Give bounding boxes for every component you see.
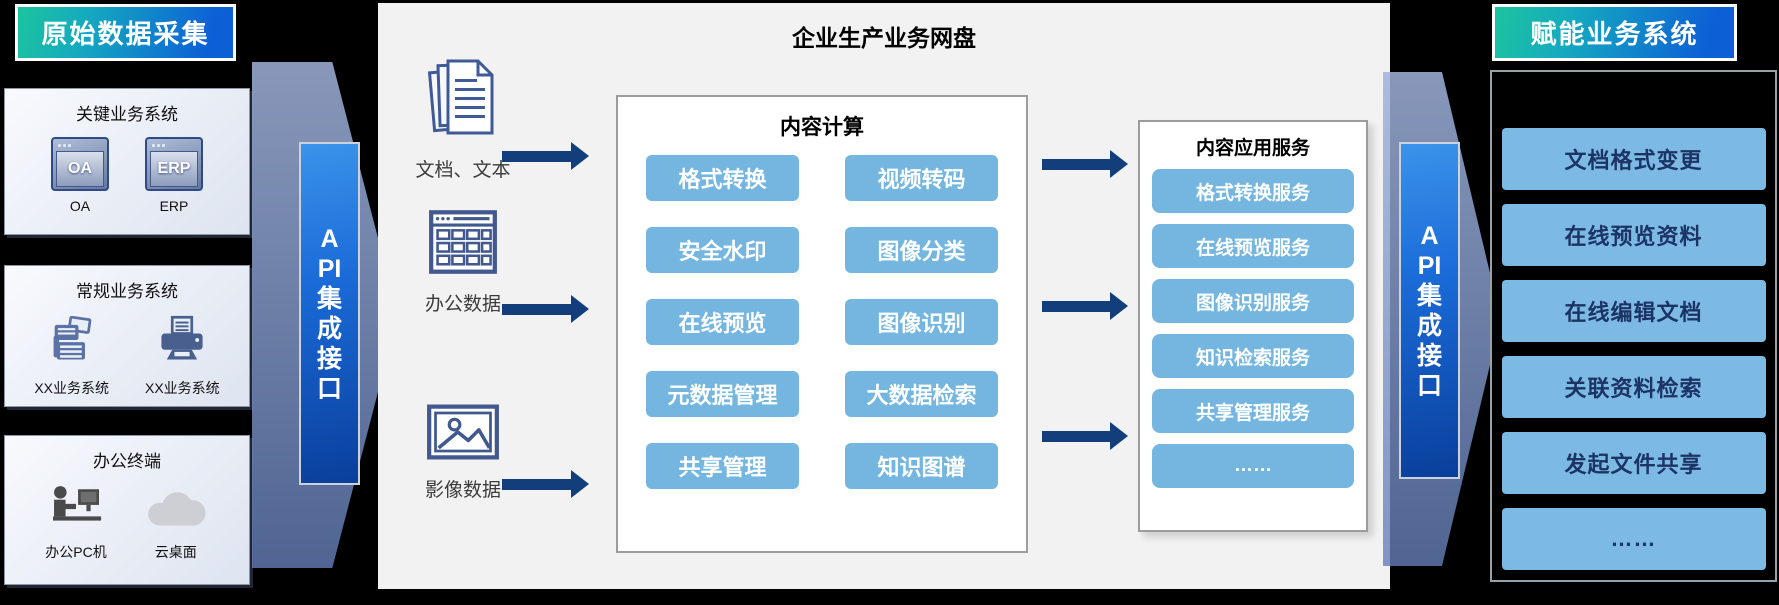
source-label: 文档、文本	[415, 160, 511, 181]
oa-window-icon: OA	[51, 137, 109, 191]
empowered-item: 发起文件共享	[1501, 432, 1766, 494]
service-item: 图像识别服务	[1152, 279, 1354, 323]
flow-arrow	[1042, 150, 1128, 178]
api-bar-left: A PI 集 成 接 口	[299, 142, 360, 485]
erp-window-icon: ERP	[145, 137, 203, 191]
compute-item: 图像分类	[845, 227, 998, 273]
source-documents: 文档、文本	[396, 55, 530, 182]
flow-arrow	[502, 142, 589, 170]
compute-item: 安全水印	[646, 227, 799, 273]
right-header: 赋能业务系统	[1492, 4, 1737, 61]
terminal-item-cloud: 云桌面	[143, 486, 209, 562]
printer-icon	[156, 314, 208, 371]
empowered-item: 在线预览资料	[1501, 204, 1766, 266]
compute-item: 在线预览	[646, 299, 799, 345]
service-box: 内容应用服务 格式转换服务 在线预览服务 图像识别服务 知识检索服务 共享管理服…	[1138, 120, 1368, 532]
workstation-icon	[46, 484, 106, 535]
group-regular-business-systems: 常规业务系统 XX业务系统	[4, 265, 250, 407]
service-item: 格式转换服务	[1152, 169, 1354, 213]
empowered-item: 关联资料检索	[1501, 356, 1766, 418]
service-box-title: 内容应用服务	[1195, 138, 1310, 159]
source-office-data: 办公数据	[396, 209, 530, 316]
group-key-business-systems: 关键业务系统 OA OA ERP ERP	[4, 88, 250, 235]
group-title: 常规业务系统	[76, 282, 178, 301]
left-header-label: 原始数据采集	[41, 19, 210, 49]
empowered-item: 在线编辑文档	[1501, 280, 1766, 342]
compute-box: 内容计算 格式转换 视频转码 安全水印 图像分类 在线预览 图像识别 元数据管理…	[616, 95, 1028, 553]
center-panel: 企业生产业务网盘 文档、文本	[378, 3, 1390, 589]
item-label: 云桌面	[154, 544, 197, 560]
api-bar-text: A	[1420, 221, 1439, 250]
documents-icon	[426, 55, 500, 146]
service-item-more: ……	[1152, 444, 1354, 488]
cloud-icon	[143, 486, 209, 535]
compute-item: 图像识别	[845, 299, 998, 345]
system-item-copier: XX业务系统	[34, 314, 109, 398]
flow-arrow	[1042, 292, 1128, 320]
item-label: 办公PC机	[45, 544, 107, 560]
compute-item: 视频转码	[845, 155, 998, 201]
copier-icon	[46, 314, 98, 371]
service-item: 共享管理服务	[1152, 389, 1354, 433]
group-office-terminals: 办公终端 办公PC机	[4, 435, 250, 585]
flow-arrow	[1042, 422, 1128, 450]
empowered-item-more: ……	[1501, 508, 1766, 570]
group-title: 关键业务系统	[76, 105, 178, 124]
system-item-erp: ERP ERP	[145, 137, 203, 214]
left-header: 原始数据采集	[15, 4, 236, 61]
compute-item: 知识图谱	[845, 443, 998, 489]
compute-box-title: 内容计算	[780, 116, 864, 139]
compute-item: 格式转换	[646, 155, 799, 201]
api-bar-right: A PI 集 成 接 口	[1399, 142, 1460, 479]
right-header-label: 赋能业务系统	[1530, 19, 1699, 49]
source-image-data: 影像数据	[396, 403, 530, 502]
system-item-printer: XX业务系统	[145, 314, 220, 398]
empowered-item: 文档格式变更	[1501, 128, 1766, 190]
item-label: XX业务系统	[34, 380, 109, 396]
source-label: 影像数据	[424, 480, 501, 501]
group-title: 办公终端	[93, 452, 161, 471]
terminal-item-pc: 办公PC机	[45, 484, 107, 562]
flow-arrow	[502, 295, 589, 323]
source-label: 办公数据	[424, 294, 501, 315]
image-icon	[426, 403, 500, 466]
service-item: 知识检索服务	[1152, 334, 1354, 378]
spreadsheet-icon	[428, 209, 498, 280]
item-label: OA	[69, 198, 91, 214]
item-label: ERP	[159, 198, 189, 214]
compute-item: 共享管理	[646, 443, 799, 489]
compute-item: 元数据管理	[646, 371, 799, 417]
empowered-systems-box: 文档格式变更 在线预览资料 在线编辑文档 关联资料检索 发起文件共享 ……	[1490, 70, 1777, 582]
flow-arrow	[502, 470, 589, 498]
service-item: 在线预览服务	[1152, 224, 1354, 268]
api-bar-text: A	[320, 224, 339, 253]
center-panel-title: 企业生产业务网盘	[792, 25, 976, 51]
system-item-oa: OA OA	[51, 137, 109, 214]
compute-item: 大数据检索	[845, 371, 998, 417]
item-label: XX业务系统	[145, 380, 220, 396]
